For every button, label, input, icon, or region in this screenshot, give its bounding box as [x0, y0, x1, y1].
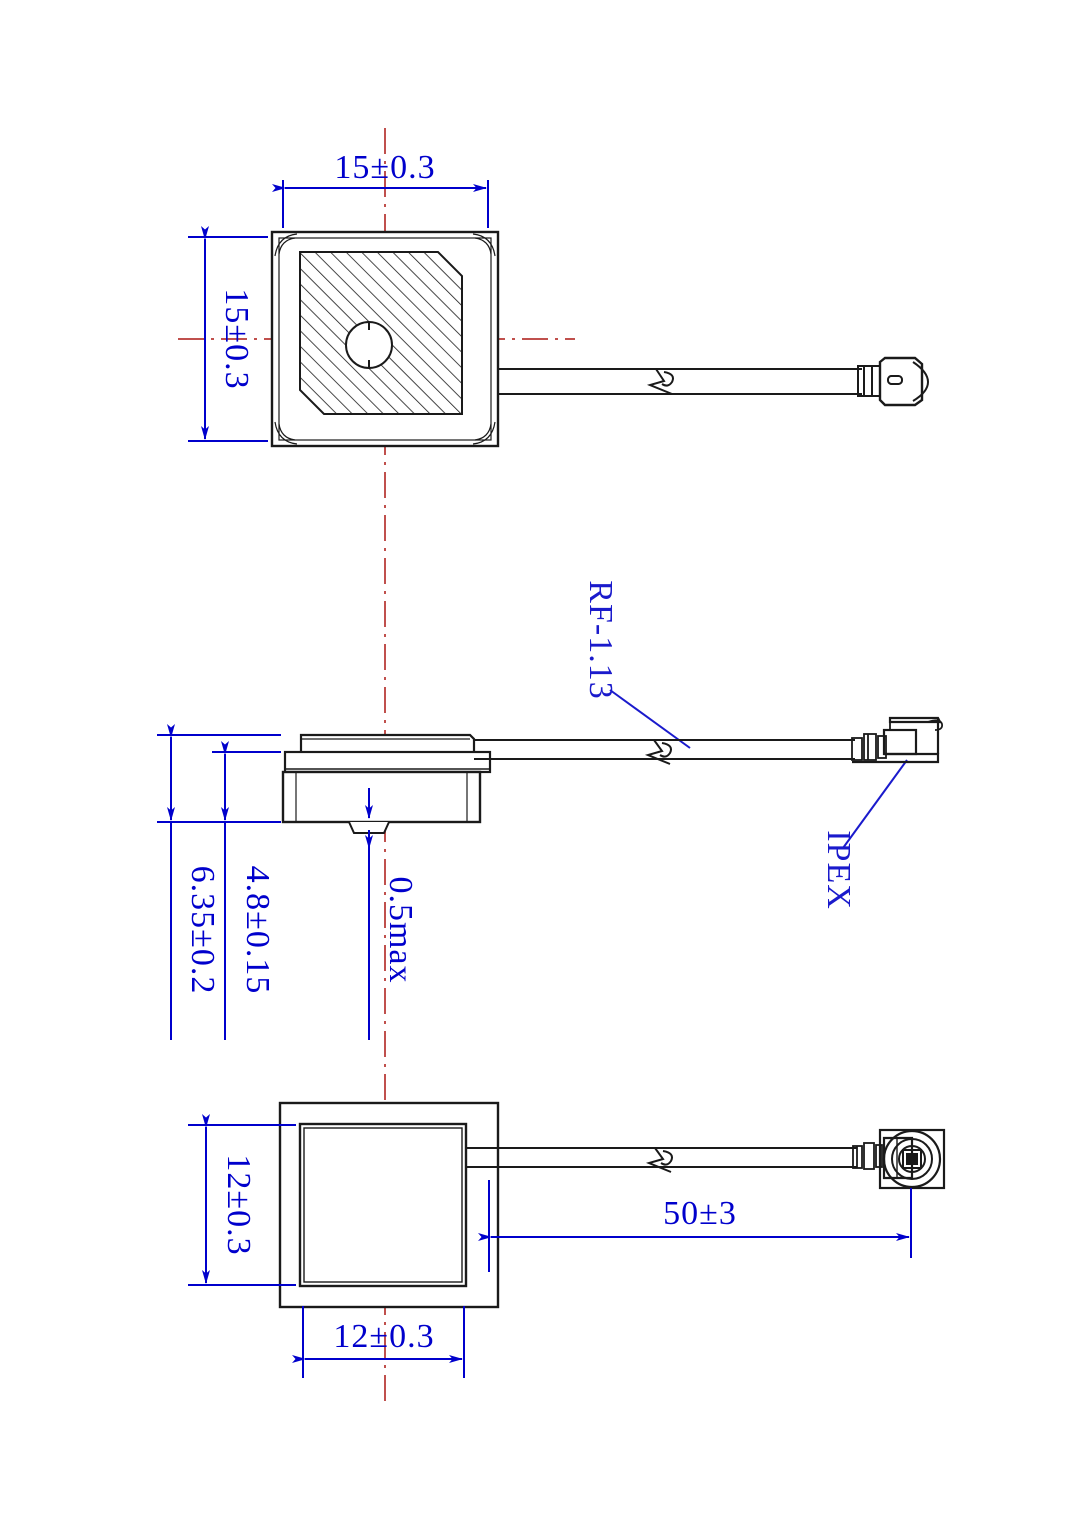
- dimension-pin-height: 0.5max: [365, 788, 419, 1040]
- dimension-total-height-label: 6.35±0.2: [184, 866, 221, 995]
- dimension-bottom-width-label: 12±0.3: [333, 1318, 434, 1355]
- top-view: 15±0.3 15±0.3: [178, 149, 930, 448]
- dimension-top-width: 15±0.3: [272, 149, 489, 228]
- callout-rf-cable-label: RF-1.13: [582, 580, 619, 699]
- dimension-body-height-label: 4.8±0.15: [239, 866, 276, 995]
- dimension-bottom-height-label: 12±0.3: [220, 1154, 257, 1255]
- coaxial-cable-side: [474, 739, 855, 765]
- dimension-top-height: 15±0.3: [188, 226, 268, 442]
- dimension-total-height: 6.35±0.2: [157, 724, 281, 1040]
- dimension-cable-length-label: 50±3: [663, 1195, 737, 1232]
- dimension-cable-length: 50±3: [478, 1180, 912, 1272]
- top-view-corner-chamfers: [274, 233, 496, 445]
- top-view-housing-rim: [278, 237, 492, 441]
- coaxial-cable-top: [497, 368, 862, 395]
- callout-rf-cable: RF-1.13: [582, 580, 691, 749]
- side-view-housing-body: [281, 770, 482, 824]
- callout-ipex: IPEX: [820, 759, 908, 910]
- bottom-view-groundplane-inner: [303, 1127, 463, 1283]
- side-view-flange: [283, 750, 492, 774]
- dimension-top-height-label: 15±0.3: [218, 288, 255, 389]
- dimension-bottom-height: 12±0.3: [188, 1114, 296, 1286]
- ipex-connector-top: [857, 356, 930, 407]
- dimension-pin-height-label: 0.5max: [382, 876, 419, 983]
- ipex-connector-side: [851, 716, 944, 764]
- callout-ipex-label: IPEX: [820, 830, 857, 910]
- bottom-view: 12±0.3 12±0.3 50±3: [188, 1101, 946, 1378]
- dimension-bottom-width: 12±0.3: [292, 1306, 465, 1378]
- dimension-body-height: 4.8±0.15: [212, 741, 281, 1040]
- feed-pin-hole: [345, 321, 393, 369]
- side-view: 6.35±0.2 4.8±0.15 0.5max: [157, 716, 944, 1040]
- dimension-top-width-label: 15±0.3: [334, 149, 435, 186]
- coaxial-cable-bottom: [466, 1147, 857, 1173]
